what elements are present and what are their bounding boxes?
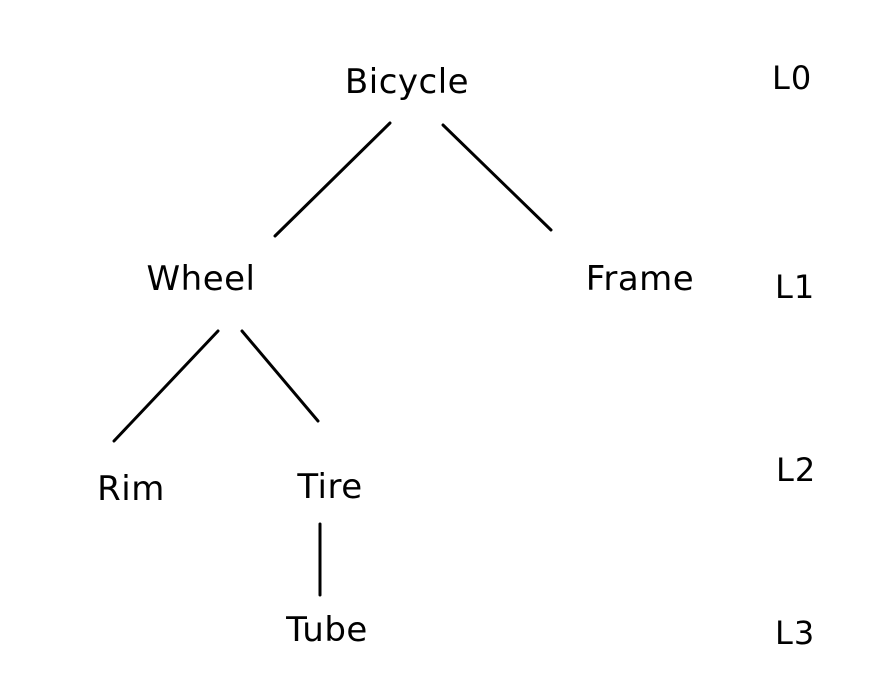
node-tube[interactable]: Tube [286, 610, 368, 650]
node-bicycle[interactable]: Bicycle [344, 62, 470, 102]
level-label-l2: L2 [776, 451, 817, 489]
tree-edge-bicycle-to-wheel [273, 121, 392, 238]
node-frame[interactable]: Frame [585, 259, 695, 299]
level-label-l1: L1 [775, 268, 816, 306]
level-label-l3: L3 [775, 614, 816, 652]
level-label-l0: L0 [772, 59, 813, 97]
tree-edge-wheel-to-tire [240, 329, 320, 423]
node-rim[interactable]: Rim [97, 469, 165, 509]
tree-edge-wheel-to-rim [112, 329, 220, 443]
node-tire[interactable]: Tire [297, 467, 363, 507]
tree-edge-bicycle-to-frame [441, 123, 553, 232]
node-wheel[interactable]: Wheel [146, 259, 256, 299]
